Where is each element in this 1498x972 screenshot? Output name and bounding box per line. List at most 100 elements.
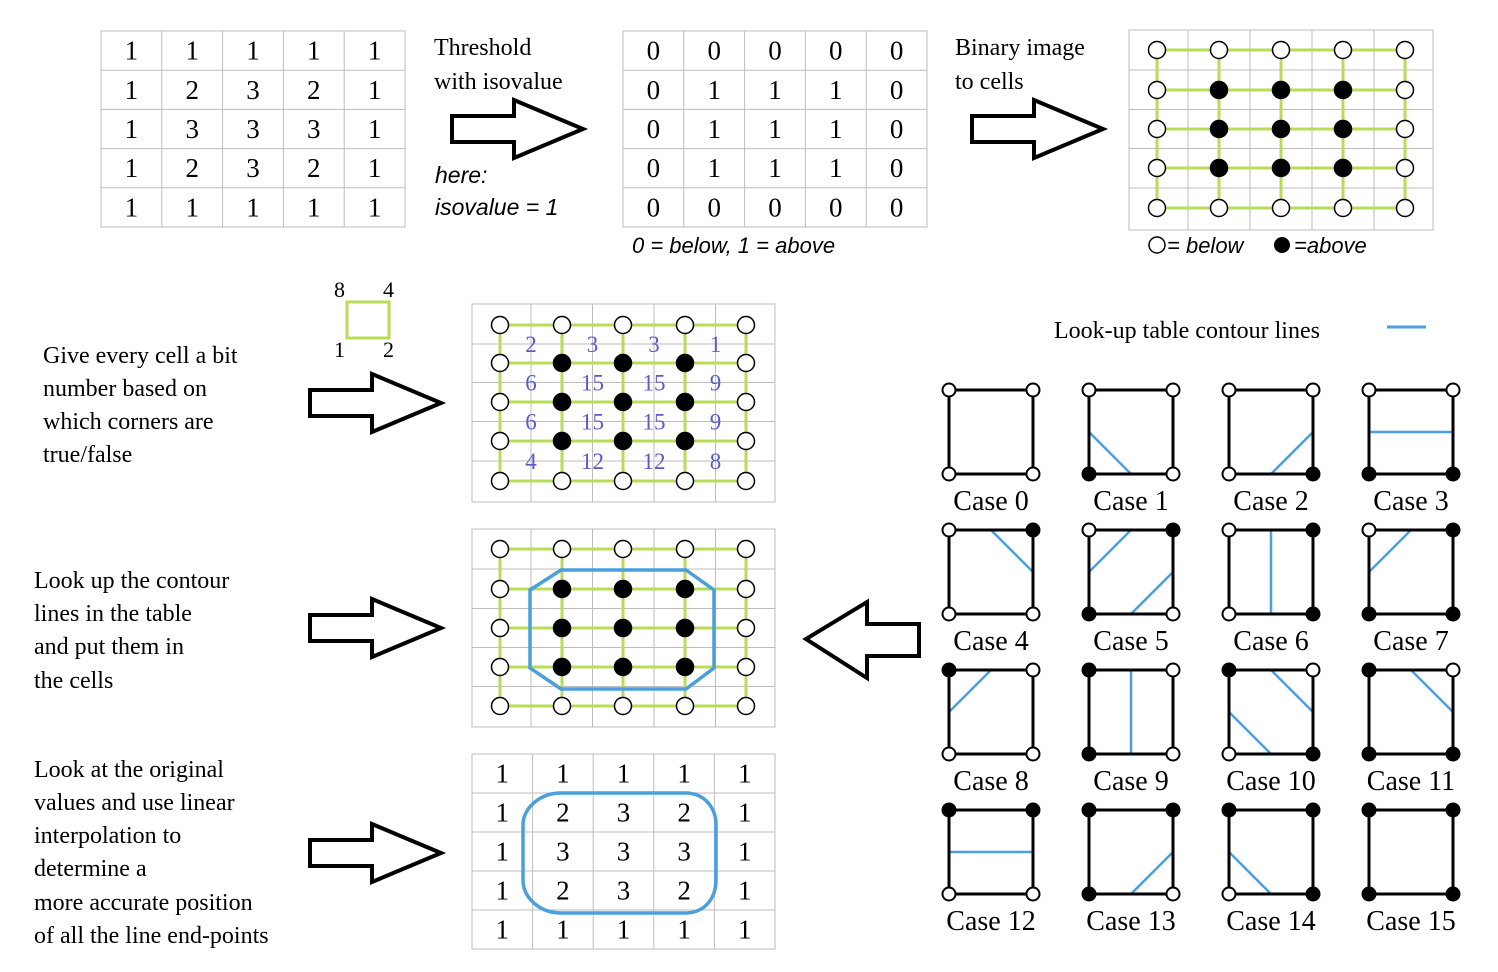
corner-below-dot	[736, 353, 756, 373]
table-cell: 0	[647, 114, 661, 144]
step-bits-line-2: number based on	[43, 376, 207, 402]
case-corner-below	[1025, 662, 1041, 678]
case-corner-below	[941, 886, 957, 902]
table-cell: 1	[246, 192, 260, 222]
lookup-case-12: Case 12	[941, 802, 1041, 937]
cell-bit-number: 2	[525, 332, 537, 357]
case-corner-above	[1361, 886, 1377, 902]
table-cell: 1	[738, 876, 752, 906]
table-cell: 1	[617, 915, 631, 945]
case-corner-above	[1445, 746, 1461, 762]
case-contour-segment	[1228, 711, 1272, 755]
case-label: Case 6	[1233, 626, 1308, 657]
table-cell: 3	[246, 75, 260, 105]
bit-legend-bottom-right: 2	[383, 337, 394, 362]
table-cell: 3	[617, 837, 631, 867]
case-contour-segment	[1130, 571, 1174, 615]
step-bits-line-3: which corners are	[43, 409, 214, 435]
case-corner-below	[941, 746, 957, 762]
table-cell: 0	[647, 75, 661, 105]
case-corner-below	[941, 382, 957, 398]
corner-below-dot	[552, 315, 572, 335]
table-cell: 1	[768, 114, 782, 144]
case-corner-below	[1221, 886, 1237, 902]
arrow-right-icon	[450, 96, 589, 162]
corner-below-dot	[1395, 198, 1415, 218]
table-cell: 2	[307, 75, 321, 105]
table-cell: 2	[556, 798, 570, 828]
table-cell: 1	[707, 75, 721, 105]
corner-below-dot	[675, 696, 695, 716]
case-label: Case 12	[946, 906, 1035, 937]
binary-cell-grid	[1128, 29, 1434, 231]
table-cell: 1	[368, 36, 382, 66]
threshold-label-line-2: with isovalue	[434, 69, 563, 95]
table-cell: 0	[647, 153, 661, 183]
table-cell: 1	[307, 36, 321, 66]
case-corner-above	[1445, 886, 1461, 902]
lookup-case-6: Case 6	[1221, 522, 1321, 657]
corner-below-dot	[675, 315, 695, 335]
table-frame	[622, 30, 928, 228]
corner-above-dot	[613, 579, 633, 599]
bit-legend-square	[345, 300, 391, 340]
table-cell: 1	[185, 192, 199, 222]
corner-above-dot	[1209, 80, 1229, 100]
arrow-right-icon	[970, 96, 1109, 162]
table-cell: 1	[738, 837, 752, 867]
lookup-case-15: Case 15	[1361, 802, 1461, 937]
corner-below-dot	[736, 315, 756, 335]
case-corner-above	[1081, 606, 1097, 622]
table-cell: 1	[829, 114, 843, 144]
table-cell: 1	[768, 153, 782, 183]
case-corner-above	[941, 802, 957, 818]
cell-bit-number: 6	[525, 371, 537, 396]
case-contour-segment	[1270, 669, 1314, 713]
corner-above-dot	[552, 353, 572, 373]
arrow-right-icon	[308, 370, 447, 436]
table-cell: 1	[556, 915, 570, 945]
table-cell: 1	[677, 759, 691, 789]
step-interp-line-4: determine a	[34, 856, 147, 882]
corner-below-dot	[1209, 198, 1229, 218]
table-cell: 3	[617, 876, 631, 906]
case-label: Case 3	[1373, 486, 1448, 517]
table-cell: 3	[617, 798, 631, 828]
filled-dot-icon	[1274, 237, 1290, 253]
cell-bit-number: 12	[643, 449, 666, 474]
table-cell: 1	[738, 798, 752, 828]
case-label: Case 13	[1086, 906, 1175, 937]
table-cell: 1	[738, 915, 752, 945]
corner-above-dot	[552, 431, 572, 451]
table-cell: 1	[768, 75, 782, 105]
table-cell: 0	[647, 192, 661, 222]
case-corner-above	[1165, 522, 1181, 538]
isovalue-note: here: isovalue = 1	[435, 162, 558, 220]
case-corner-above	[1361, 606, 1377, 622]
lookup-case-14: Case 14	[1221, 802, 1321, 937]
table-cell: 1	[368, 114, 382, 144]
cell-bit-number: 3	[648, 332, 660, 357]
lookup-table-title: Look-up table contour lines	[1054, 318, 1320, 344]
case-contour-segment	[948, 669, 992, 713]
corner-below-dot	[490, 392, 510, 412]
table-cell: 0	[647, 36, 661, 66]
case-contour-segment	[1088, 431, 1132, 475]
cell-bit-number: 12	[581, 449, 604, 474]
case-corner-above	[1305, 606, 1321, 622]
table-cell: 1	[125, 36, 139, 66]
case-corner-below	[1221, 382, 1237, 398]
binary-caption: 0 = below, 1 = above	[632, 233, 835, 258]
table-cell: 2	[185, 75, 199, 105]
table-cell: 3	[307, 114, 321, 144]
corner-below-dot	[736, 579, 756, 599]
legend-below-text: = below	[1167, 233, 1246, 258]
corner-below-dot	[1147, 80, 1167, 100]
case-square	[1087, 528, 1175, 616]
contours	[521, 568, 718, 915]
case-label: Case 9	[1093, 766, 1168, 797]
corner-below-dot	[675, 539, 695, 559]
